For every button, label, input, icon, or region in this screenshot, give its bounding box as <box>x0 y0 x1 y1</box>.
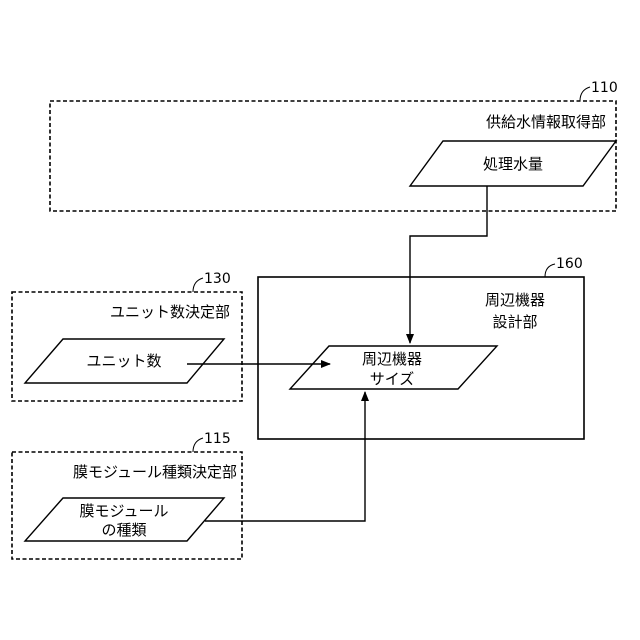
peripheral-design-title-line1: 周辺機器 <box>485 291 545 309</box>
ref-leader-160 <box>545 264 555 277</box>
peripheral-size-label-line2: サイズ <box>370 370 415 388</box>
membrane-type-data-label-line2: の種類 <box>101 521 146 539</box>
peripheral-size-label-line1: 周辺機器 <box>362 350 422 368</box>
arrow-membrane-type-to-size <box>205 392 365 521</box>
supply-water-info-title: 供給水情報取得部 <box>486 113 606 131</box>
arrow-treated-volume-to-size <box>410 186 487 343</box>
ref-number-160: 160 <box>556 256 583 272</box>
unit-count-title: ユニット数決定部 <box>110 303 230 321</box>
peripheral-design-title-line2: 設計部 <box>492 313 537 331</box>
ref-leader-115 <box>193 438 203 452</box>
unit-count-block: ユニット数決定部 130 ユニット数 <box>12 271 242 401</box>
membrane-type-title: 膜モジュール種類決定部 <box>73 463 237 481</box>
membrane-type-block: 膜モジュール種類決定部 115 膜モジュール の種類 <box>12 431 242 559</box>
membrane-type-data-label-line1: 膜モジュール <box>80 502 169 520</box>
supply-water-info-block: 供給水情報取得部 110 処理水量 <box>50 80 618 211</box>
treated-water-volume-label: 処理水量 <box>483 155 543 173</box>
peripheral-design-block: 周辺機器 設計部 160 周辺機器 サイズ <box>258 256 584 439</box>
ref-leader-110 <box>580 87 590 101</box>
ref-number-115: 115 <box>204 431 231 447</box>
ref-number-110: 110 <box>591 80 618 96</box>
unit-count-data-label: ユニット数 <box>86 352 161 370</box>
ref-leader-130 <box>193 278 203 292</box>
ref-number-130: 130 <box>204 271 231 287</box>
